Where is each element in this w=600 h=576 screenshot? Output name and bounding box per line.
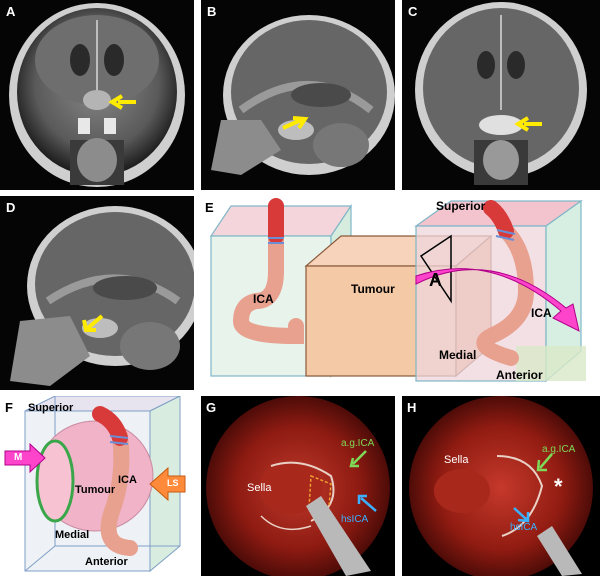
h-agica-label: a.g.ICA (542, 444, 576, 455)
mri-image-c (415, 2, 587, 185)
mri-image-d (10, 206, 194, 386)
h-hsica-label: hsICA (510, 522, 538, 533)
panel-f-schematic: Superior Tumour ICA Medial Anterior M LS (0, 396, 194, 576)
g-sella-label: Sella (247, 482, 272, 494)
endoscopic-image-g (206, 396, 390, 576)
panel-b-sagittal-mri (201, 0, 395, 190)
h-sella-label: Sella (444, 454, 469, 466)
e-ica-right-label: ICA (531, 306, 552, 320)
f-ica-label: ICA (118, 474, 137, 486)
e-tumour-label: Tumour (351, 282, 395, 296)
e-anterior-label: Anterior (496, 368, 543, 382)
f-ls-tag: LS (166, 478, 180, 488)
panel-e-schematic: Superior Tumour ICA ICA Medial Anterior … (201, 196, 600, 390)
panel-f-label: F (5, 400, 13, 415)
panel-d-label: D (6, 200, 16, 215)
mri-image-a (9, 3, 185, 187)
yellow-arrow-icon (514, 116, 542, 132)
panel-h-label: H (407, 400, 417, 415)
panel-b-label: B (207, 4, 217, 19)
f-superior-label: Superior (28, 402, 74, 414)
panel-a-label: A (6, 4, 16, 19)
e-superior-label: Superior (436, 199, 486, 213)
g-agica-label: a.g.ICA (341, 438, 375, 449)
panel-d-sagittal-mri (0, 196, 194, 390)
e-arrow-label: A (429, 270, 442, 290)
f-anterior-label: Anterior (85, 556, 128, 568)
yellow-arrow-icon (282, 116, 309, 130)
g-hsica-label: hsICA (341, 514, 369, 525)
f-m-tag: M (12, 452, 25, 463)
panel-e-label: E (205, 200, 214, 215)
panel-h-endoscopic: Sella a.g.ICA hsICA * (402, 396, 600, 576)
panel-c-label: C (408, 4, 418, 19)
schematic-e (209, 198, 586, 383)
e-medial-label: Medial (439, 348, 477, 362)
yellow-arrow-icon (82, 314, 104, 332)
panel-c-coronal-mri (402, 0, 600, 190)
panel-g-endoscopic: Sella a.g.ICA hsICA (201, 396, 395, 576)
panel-g-label: G (206, 400, 217, 415)
h-star-label: * (554, 474, 563, 499)
f-medial-label: Medial (55, 529, 90, 541)
schematic-f (4, 396, 186, 573)
endoscopic-image-h (409, 396, 593, 576)
mri-image-b (211, 15, 395, 175)
e-ica-left-label: ICA (253, 292, 274, 306)
panel-a-coronal-mri (0, 0, 194, 190)
yellow-arrow-icon (108, 94, 136, 110)
f-tumour-label: Tumour (75, 484, 116, 496)
